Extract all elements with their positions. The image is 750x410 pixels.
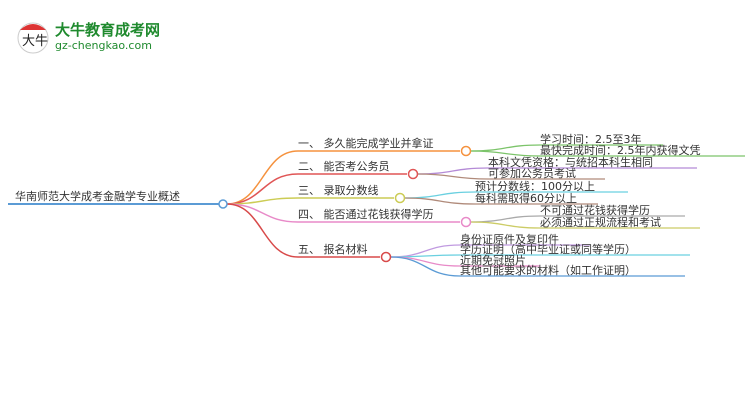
logo-brand-name: 大牛教育成考网 [55,21,160,39]
leaf-label: 可参加公务员考试 [488,166,576,180]
branch-label: 一、 多久能完成学业并拿证 [298,136,434,150]
logo-url: gz-chengkao.com [55,39,152,52]
branch-link [226,203,460,223]
leaf-label: 必须通过正规流程和考试 [540,215,661,229]
branch-label: 四、 能否通过花钱获得学历 [298,207,434,221]
logo-mark-text: 大牛 [22,34,48,49]
leaf-link [470,150,745,157]
leaf-label: 近期免冠照片 [460,253,526,267]
leaf-link [390,256,685,277]
leaf-link [404,197,598,205]
leaf-label: 学历证明（高中毕业证或同等学历） [460,242,636,256]
leaf-label: 不可通过花钱获得学历 [540,203,650,217]
branch-node[interactable] [394,192,406,204]
branch-node[interactable] [380,251,392,263]
leaf-label: 身份证原件及复印件 [460,232,559,246]
branch-node[interactable] [460,145,472,157]
logo: 大牛 大牛教育成考网 gz-chengkao.com [17,21,160,54]
leaf-label: 学习时间：2.5至3年 [540,132,642,146]
root-node[interactable] [218,199,228,209]
branch-node[interactable] [460,216,472,228]
leaf-link [417,173,605,180]
branch-link [226,197,394,205]
leaf-label: 最快完成时间：2.5年内获得文凭 [540,143,701,157]
branch-label: 三、 录取分数线 [298,183,379,197]
leaf-link [470,221,700,229]
branch-link [226,173,407,205]
leaf-label: 预计分数线：100分以上 [475,179,595,193]
leaf-label: 其他可能要求的材料（如工作证明） [460,263,636,277]
branch-link [226,203,380,258]
branch-node[interactable] [407,168,419,180]
logo-mark-arc [20,24,46,30]
leaf-label: 每科需取得60分以上 [475,191,577,205]
logo-mark-icon [17,22,49,54]
branch-label: 二、 能否考公务员 [298,159,390,173]
branch-link [226,150,460,205]
branch-label: 五、 报名材料 [298,242,368,256]
root-label: 华南师范大学成考金融学专业概述 [15,189,180,203]
leaf-label: 本科文凭资格：与统招本科生相同 [488,155,653,169]
